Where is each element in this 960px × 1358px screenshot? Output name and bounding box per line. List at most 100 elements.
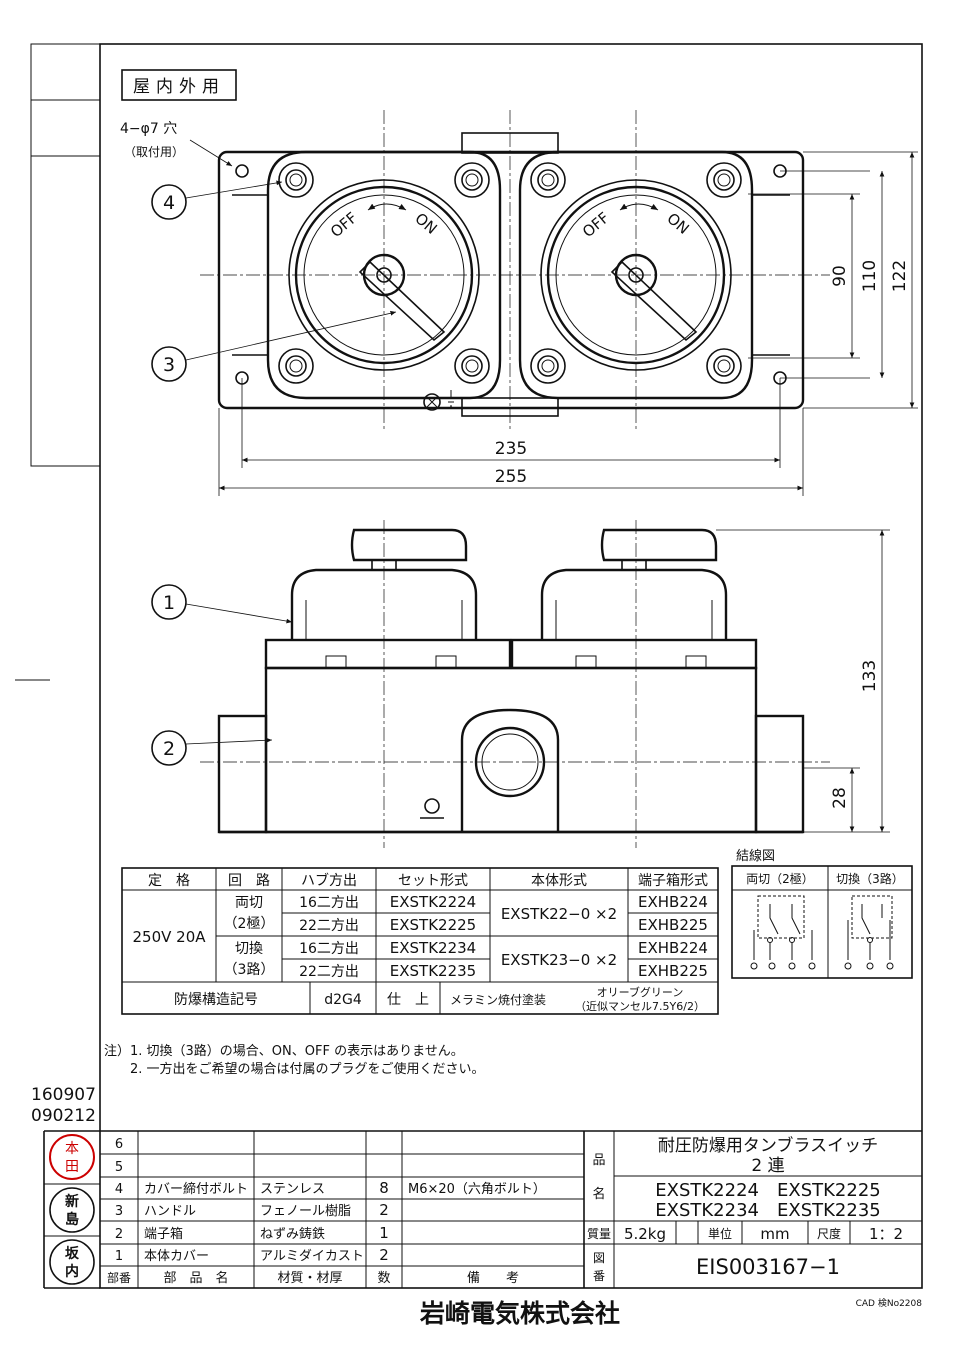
- svg-text:部 品 名: 部 品 名: [163, 1270, 228, 1286]
- off-label: OFF: [327, 209, 361, 241]
- th-set: セット形式: [398, 873, 468, 889]
- svg-text:図: 図: [593, 1251, 605, 1265]
- set-model: EXSTK2234: [390, 939, 476, 957]
- svg-text:単位: 単位: [708, 1226, 732, 1241]
- svg-text:両切（2極）: 両切（2極）: [746, 871, 814, 886]
- dim-28: 28: [830, 787, 850, 809]
- handle-right: [610, 260, 698, 342]
- svg-text:結線図: 結線図: [736, 848, 775, 864]
- dim-255: 255: [495, 467, 527, 487]
- svg-text:防爆構造記号: 防爆構造記号: [174, 991, 258, 1008]
- svg-text:EXHB225: EXHB225: [638, 916, 708, 934]
- dim-90: 90: [830, 265, 850, 287]
- off-label: OFF: [579, 209, 613, 241]
- svg-text:d2G4: d2G4: [324, 992, 362, 1008]
- svg-text:仕 上: 仕 上: [387, 992, 429, 1008]
- base-plate: [217, 150, 805, 410]
- svg-text:EXHB224: EXHB224: [638, 893, 708, 911]
- svg-text:4: 4: [163, 192, 175, 214]
- usage-label: 屋内外用: [133, 77, 225, 97]
- dim-110: 110: [860, 260, 880, 292]
- svg-text:M6×20（六角ボルト）: M6×20（六角ボルト）: [408, 1182, 546, 1197]
- company-name: 岩崎電気株式会社: [419, 1299, 620, 1328]
- sheet-border: [99, 43, 923, 1289]
- svg-text:数: 数: [377, 1271, 390, 1286]
- side-handle-left: [350, 528, 468, 562]
- product-name: 耐圧防爆用タンブラスイッチ: [658, 1135, 878, 1156]
- side-view: [200, 520, 830, 848]
- callout-1: 1: [151, 584, 293, 624]
- svg-text:16二方出: 16二方出: [299, 895, 359, 911]
- svg-text:両切: 両切: [235, 895, 263, 911]
- svg-text:1: 1: [115, 1249, 123, 1264]
- mount-hole-icon: [235, 164, 249, 178]
- revision-2: 090212: [31, 1106, 96, 1126]
- svg-text:（2極）: （2極）: [224, 916, 275, 932]
- svg-text:ステンレス: ステンレス: [260, 1182, 325, 1197]
- svg-text:2: 2: [163, 738, 175, 760]
- svg-text:6: 6: [115, 1137, 123, 1152]
- product-subname: 2 連: [751, 1156, 784, 1176]
- svg-text:品: 品: [592, 1153, 605, 1168]
- top-view: OFF ON OFF ON: [200, 110, 830, 430]
- svg-text:部番: 部番: [107, 1270, 131, 1285]
- svg-text:ねずみ鋳鉄: ねずみ鋳鉄: [260, 1226, 325, 1242]
- svg-text:3: 3: [163, 354, 175, 376]
- note-2: 2. 一方出をご希望の場合は付属のプラグをご使用ください。: [130, 1061, 485, 1077]
- svg-text:（3路）: （3路）: [224, 962, 275, 978]
- svg-text:ハンドル: ハンドル: [144, 1204, 196, 1219]
- dim-235: 235: [495, 439, 527, 459]
- svg-text:カバー締付ボルト: カバー締付ボルト: [144, 1181, 248, 1197]
- svg-text:フェノール樹脂: フェノール樹脂: [260, 1204, 351, 1219]
- svg-text:3: 3: [115, 1204, 123, 1219]
- parts-table: 6 5 4 カバー締付ボルト ステンレス 8 M6×20（六角ボルト） 3 ハン…: [43, 1130, 922, 1289]
- set-model: EXSTK2224: [390, 893, 476, 911]
- svg-text:5: 5: [115, 1160, 123, 1175]
- on-label: ON: [663, 209, 692, 238]
- svg-text:番: 番: [593, 1269, 605, 1283]
- svg-text:質量: 質量: [587, 1226, 611, 1241]
- on-label: ON: [411, 209, 440, 238]
- svg-text:備 考: 備 考: [467, 1270, 519, 1286]
- note-1: 注）1. 切換（3路）の場合、ON、OFF の表示はありません。: [104, 1043, 464, 1059]
- svg-text:2: 2: [379, 1201, 389, 1219]
- svg-text:2: 2: [379, 1246, 389, 1264]
- svg-text:EXSTK22−0 ×2: EXSTK22−0 ×2: [501, 905, 617, 923]
- set-model: EXSTK2235: [390, 962, 476, 980]
- callout-2: 2: [151, 730, 273, 766]
- handle-left: [358, 260, 446, 342]
- earth-screw-icon: [423, 393, 441, 411]
- rating-value: 250V 20A: [132, 928, 206, 946]
- th-terminal: 端子箱形式: [638, 873, 708, 889]
- svg-text:名: 名: [592, 1186, 605, 1202]
- svg-text:田: 田: [65, 1159, 79, 1175]
- svg-text:切換（3路）: 切換（3路）: [836, 871, 904, 886]
- svg-text:2: 2: [115, 1227, 123, 1242]
- svg-text:1: 1: [163, 592, 175, 614]
- top-dimensions: 90 110 122 235 255: [218, 151, 918, 496]
- ground-symbol-icon: [446, 390, 456, 407]
- left-revision-column: [15, 43, 101, 681]
- stamp-honda: 本 田: [49, 1134, 95, 1180]
- svg-text:メラミン焼付塗装: メラミン焼付塗装: [450, 992, 546, 1007]
- spec-table: 定 格 回 路 ハブ方出 セット形式 本体形式 端子箱形式 250V 20A 両…: [121, 867, 719, 1015]
- callout-4: 4: [151, 180, 283, 220]
- revision-1: 160907: [31, 1085, 96, 1105]
- svg-text:アルミダイカスト: アルミダイカスト: [260, 1249, 364, 1264]
- side-handle-right: [600, 528, 718, 562]
- svg-text:22二方出: 22二方出: [299, 964, 359, 980]
- svg-text:（近似マンセル7.5Y6/2）: （近似マンセル7.5Y6/2）: [575, 1000, 705, 1013]
- set-model: EXSTK2225: [390, 916, 476, 934]
- stamp-niijima: 新 島: [49, 1187, 95, 1233]
- svg-text:1：2: 1：2: [869, 1225, 903, 1243]
- hole-note: 4−φ7 穴: [120, 121, 177, 137]
- dim-133: 133: [860, 660, 880, 692]
- usage-label-box: [121, 69, 237, 101]
- th-rating: 定 格: [148, 873, 190, 889]
- svg-text:本: 本: [65, 1141, 79, 1157]
- svg-text:内: 内: [65, 1263, 79, 1280]
- th-circuit: 回 路: [228, 873, 270, 889]
- svg-text:1: 1: [379, 1224, 389, 1242]
- svg-text:mm: mm: [760, 1225, 789, 1243]
